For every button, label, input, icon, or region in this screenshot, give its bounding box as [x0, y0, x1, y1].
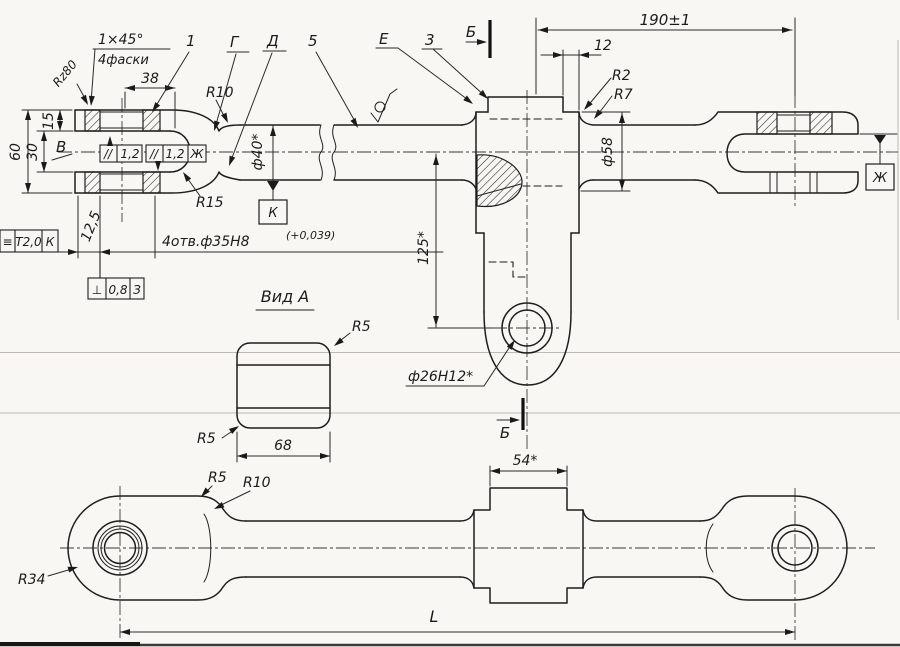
callout-g: Г: [230, 33, 240, 51]
r34-label: R34: [18, 572, 46, 588]
par1-value: 1,2: [120, 147, 139, 161]
chamfer-count-label: 4фаски: [98, 53, 149, 68]
datum-v-label: В: [56, 138, 66, 156]
section-b-top: Б: [465, 20, 492, 58]
top-view: 38 1×45° 4фаски Rz80 1 Г Д: [0, 11, 898, 450]
chamfer-size-label: 1×45°: [98, 32, 143, 48]
section-b-bottom: Б: [496, 398, 525, 442]
r7-label: R7: [614, 87, 633, 103]
dim-dia40-datum-k: К ф40*: [250, 124, 288, 225]
dim-dia26: ф26Н12*: [405, 338, 518, 387]
perp-datum: З: [133, 283, 141, 297]
left-eye-ring: [100, 528, 140, 568]
perp-symbol: ⊥: [92, 283, 102, 297]
rod: [239, 124, 463, 181]
r10-label: R10: [206, 85, 234, 101]
perp-value: 0,8: [108, 283, 127, 297]
dim-12-label: 12: [594, 38, 612, 54]
view-a-block: [236, 342, 331, 429]
symmetry-datum: К: [46, 235, 55, 249]
symmetry-symbol: ≡: [2, 235, 12, 249]
bottom-annotations: R5 R10 R34 54* L: [18, 453, 796, 635]
dim-dia58: ф58: [580, 111, 631, 192]
left-eye-ring: [97, 525, 143, 571]
callout-e: Е: [379, 30, 389, 48]
datum-v: В: [51, 138, 73, 161]
dim-60-30-15: 60 30 15: [8, 109, 74, 194]
datum-zh-label: Ж: [872, 171, 888, 186]
dim-38: 38: [124, 71, 176, 129]
callouts: 1 Г Д 5 Е 3: [149, 30, 491, 168]
bottom-r10-label: R10: [243, 475, 271, 491]
datum-triangle: [267, 181, 279, 191]
chamfer-note: 1×45° 4фаски: [88, 32, 171, 107]
par1-symbol: //: [103, 147, 114, 161]
right-eye-hole: [777, 530, 813, 566]
view-a-r5-top-label: R5: [352, 319, 371, 335]
surface-roughness-icon: [370, 88, 398, 123]
center-boss: [461, 96, 696, 386]
bottom-view: R5 R10 R34 54* L: [18, 453, 875, 640]
view-a-68-label: 68: [274, 438, 292, 454]
dim-54-label: 54*: [513, 453, 538, 469]
dim-12: 12: [540, 38, 612, 111]
dim-15-label: 15: [41, 112, 57, 130]
par2-symbol: //: [149, 147, 160, 161]
parallelism-frame-2: // 1,2 Ж: [145, 144, 207, 171]
left-eye-ring: [92, 520, 148, 576]
local-section-hatch: [476, 154, 523, 208]
callout-1: 1: [186, 32, 196, 50]
bottom-r5-label: R5: [208, 470, 227, 486]
right-eye-ring: [771, 524, 819, 572]
dim-125-label: 125*: [416, 231, 432, 265]
radius-labels: R10 R15: [180, 85, 234, 211]
parallelism-frame-1: // 1,2: [99, 136, 143, 163]
dim-dia26-label: ф26Н12*: [408, 369, 473, 385]
symmetry-value: Т2,0: [15, 235, 42, 249]
break-line: [331, 124, 337, 181]
left-eye-hole: [103, 531, 137, 565]
dim-60-label: 60: [8, 143, 24, 161]
dim-30-label: 30: [25, 143, 41, 161]
view-a-title: Вид А: [261, 287, 309, 306]
datum-triangle: [874, 135, 886, 144]
break-line: [318, 124, 324, 181]
r15-label: R15: [196, 195, 224, 211]
link-outline: [67, 487, 848, 604]
dim-190: 190±1: [535, 11, 796, 97]
view-a-r5-bottom-label: R5: [197, 431, 216, 447]
perpendicularity-frame: ⊥ 0,8 З: [87, 251, 145, 300]
section-b-bottom-label: Б: [500, 424, 510, 442]
dim-38-label: 38: [141, 71, 159, 87]
scan-artifacts: [0, 40, 900, 647]
holes-tolerance-label: (+0,039): [286, 229, 335, 242]
left-clevis: [74, 109, 241, 194]
dim-dia40-label: ф40*: [250, 134, 266, 171]
eye-hole-outer: [501, 302, 553, 354]
r2-label: R2: [612, 68, 631, 84]
holes-note-label: 4отв.ф35Н8: [162, 234, 250, 250]
dim-190-label: 190±1: [640, 11, 691, 29]
view-a: Вид А R5 R5 68: [197, 287, 371, 463]
datum-zh: Ж: [859, 133, 898, 191]
par2-value: 1,2: [165, 147, 184, 161]
eye-hole-inner: [508, 309, 546, 347]
dim-125: 125*: [416, 153, 495, 329]
callout-5: 5: [308, 32, 318, 50]
datum-k-label: К: [268, 206, 278, 221]
dim-L-label: L: [430, 607, 439, 626]
section-b-top-label: Б: [466, 23, 476, 41]
par2-datum: Ж: [190, 147, 205, 161]
right-clevis: [694, 111, 859, 194]
dim-dia58-label: ф58: [600, 137, 616, 167]
callout-d: Д: [266, 32, 279, 50]
symmetry-frame: ≡ Т2,0 К: [0, 229, 59, 253]
callout-3: 3: [425, 31, 435, 49]
r2-r7: R2 R7: [581, 68, 633, 121]
